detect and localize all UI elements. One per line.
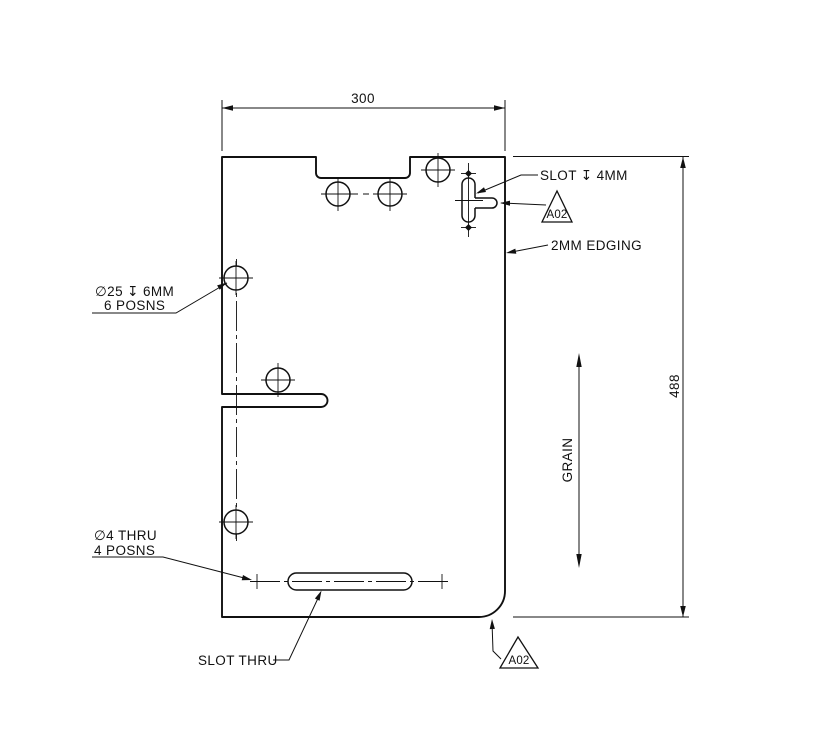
slot-depth-callout: SLOT ↧ 4MM xyxy=(476,168,628,194)
large-holes-callout: ∅25 ↧ 6MM 6 POSNS xyxy=(92,282,228,314)
t-slot xyxy=(455,163,498,237)
dim-arrow-top xyxy=(680,157,686,168)
slot-thru-arrow xyxy=(314,590,322,601)
small-holes-line1: ∅4 THRU xyxy=(94,528,157,543)
edge-note-bottom: A02 xyxy=(489,619,540,669)
part-outline xyxy=(221,156,506,618)
edge-note-top-text: A02 xyxy=(546,209,567,221)
t-slot-marker-bottom xyxy=(465,224,472,231)
dimension-height: 488 xyxy=(513,156,689,618)
large-holes-leader xyxy=(92,282,228,314)
edge-note-top-arrow xyxy=(500,200,510,206)
dim-arrow-bottom xyxy=(680,606,686,617)
dim-arrow-right xyxy=(494,105,505,111)
slot-depth-arrow xyxy=(476,187,486,194)
grain-indicator: GRAIN xyxy=(560,353,582,568)
small-holes-leader xyxy=(92,556,251,580)
edge-note-bottom-leader xyxy=(491,621,502,660)
edging-arrow xyxy=(506,248,517,254)
t-slot-marker-top xyxy=(465,170,472,177)
grain-arrow-up xyxy=(576,353,582,367)
large-holes xyxy=(219,153,455,539)
slot-thru-leader xyxy=(273,593,321,661)
stub-slot xyxy=(475,197,498,209)
dim-arrow-left xyxy=(222,105,233,111)
small-holes-line2: 4 POSNS xyxy=(94,543,155,558)
edge-note-top: A02 xyxy=(500,189,574,223)
edge-note-bottom-arrow xyxy=(489,619,495,630)
edge-note-top-triangle xyxy=(540,189,574,223)
grain-arrow-down xyxy=(576,554,582,568)
bottom-slot xyxy=(250,572,449,591)
slot-thru-label: SLOT THRU xyxy=(198,653,278,668)
slot-depth-label: SLOT ↧ 4MM xyxy=(540,168,628,183)
small-holes-arrow xyxy=(241,575,252,581)
large-holes-line2: 6 POSNS xyxy=(104,298,165,313)
edge-note-bottom-text: A02 xyxy=(508,655,529,667)
slot-thru-callout: SLOT THRU xyxy=(198,590,322,668)
edge-note-bottom-triangle xyxy=(498,635,540,669)
grain-label: GRAIN xyxy=(560,438,575,483)
dimension-width: 300 xyxy=(221,91,506,151)
dim-width-value: 300 xyxy=(351,91,375,106)
small-holes-callout: ∅4 THRU 4 POSNS xyxy=(92,528,252,581)
edging-label: 2MM EDGING xyxy=(551,238,642,253)
dim-height-value: 488 xyxy=(667,374,682,398)
edging-callout: 2MM EDGING xyxy=(506,238,642,254)
large-holes-line1: ∅25 ↧ 6MM xyxy=(95,284,174,299)
large-holes-arrow xyxy=(217,282,227,290)
slot-depth-leader xyxy=(477,174,538,194)
